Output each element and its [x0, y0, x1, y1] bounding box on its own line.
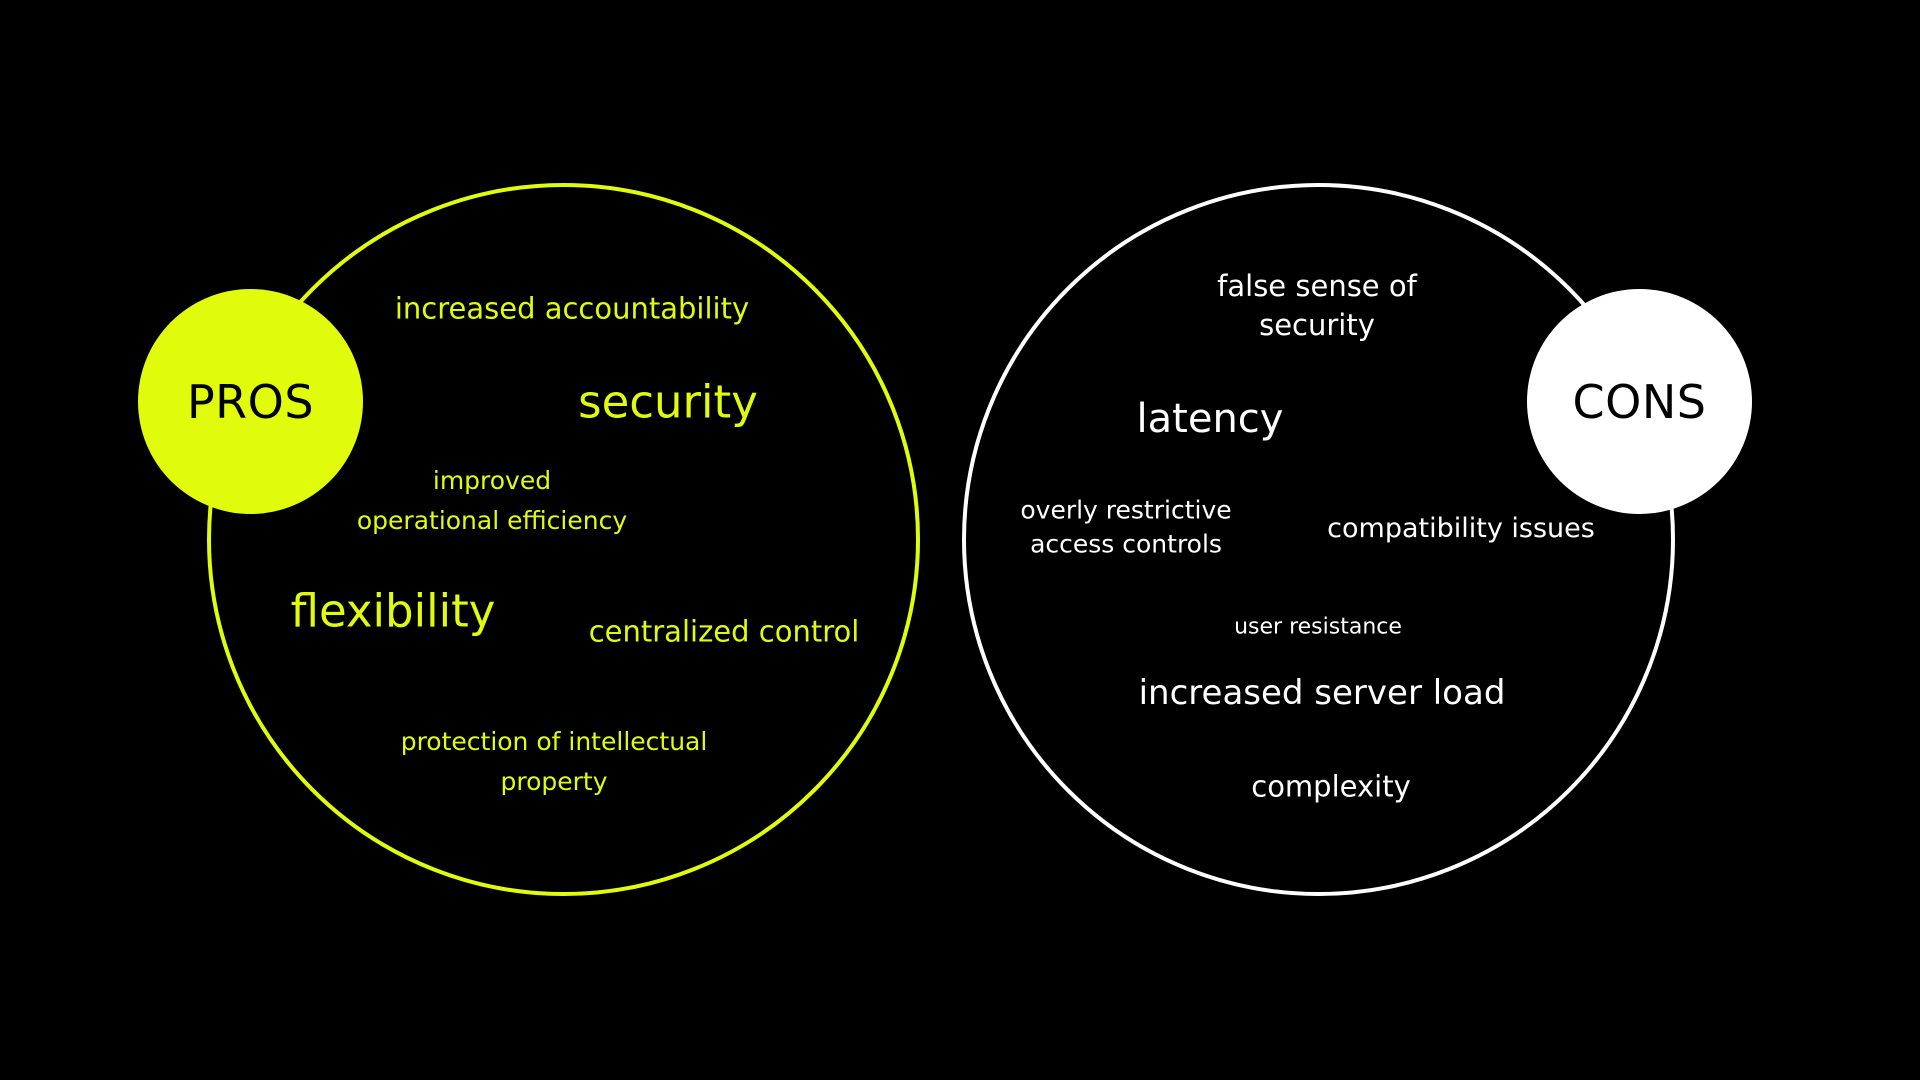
cons-circle — [962, 183, 1675, 896]
pros-badge: PROS — [138, 289, 363, 514]
cons-item-compatibility-issues: compatibility issues — [1327, 513, 1595, 545]
pros-item-flexibility: flexibility — [290, 584, 496, 638]
pros-item-improved-operational-efficiency: improved operational efficiency — [356, 466, 628, 535]
pros-item-centralized-control: centralized control — [588, 614, 860, 649]
cons-item-latency: latency — [1136, 396, 1284, 442]
cons-item-overly-restrictive-access-controls: overly restrictive access controls — [1020, 495, 1232, 558]
pros-circle — [207, 183, 920, 896]
cons-label: CONS — [1572, 374, 1707, 429]
cons-item-complexity: complexity — [1251, 769, 1411, 804]
pros-item-protection-of-intellectual-property: protection of intellectual property — [400, 727, 708, 796]
pros-item-security: security — [578, 375, 758, 429]
cons-item-user-resistance: user resistance — [1234, 614, 1402, 640]
pros-item-increased-accountability: increased accountability — [394, 291, 750, 326]
cons-item-increased-server-load: increased server load — [1138, 673, 1506, 714]
cons-item-false-sense-of-security: false sense of security — [1217, 268, 1417, 342]
pros-label: PROS — [186, 374, 315, 429]
cons-badge: CONS — [1527, 289, 1752, 514]
